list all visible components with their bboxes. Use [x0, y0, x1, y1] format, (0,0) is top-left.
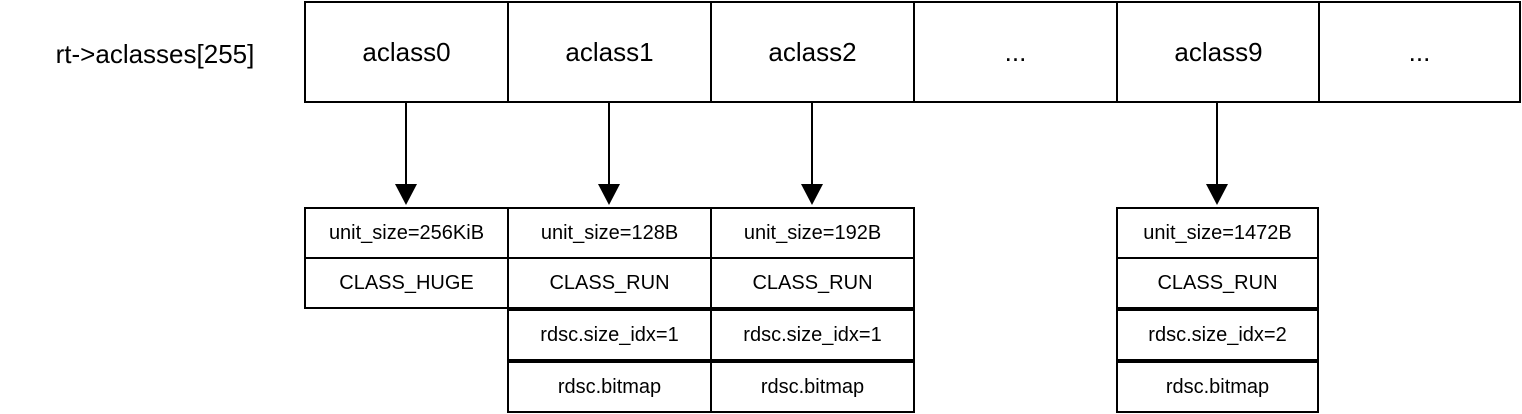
arrow-aclass9 — [1206, 103, 1228, 205]
array-cell-ellipsis-1: ... — [913, 1, 1118, 103]
struct-aclass0-type: CLASS_HUGE — [304, 257, 509, 309]
array-cell-ellipsis-2: ... — [1318, 1, 1521, 103]
struct-aclass9-size-idx: rdsc.size_idx=2 — [1116, 309, 1319, 361]
arrow-aclass2 — [801, 103, 823, 205]
array-cell-aclass9: aclass9 — [1116, 1, 1321, 103]
array-cell-aclass2: aclass2 — [710, 1, 915, 103]
struct-aclass9-bitmap: rdsc.bitmap — [1116, 361, 1319, 413]
struct-aclass9-type: CLASS_RUN — [1116, 257, 1319, 309]
struct-aclass1-unit-size: unit_size=128B — [507, 207, 712, 259]
array-cell-aclass0: aclass0 — [304, 1, 509, 103]
struct-aclass1-bitmap: rdsc.bitmap — [507, 361, 712, 413]
struct-aclass0-unit-size: unit_size=256KiB — [304, 207, 509, 259]
struct-aclass2-size-idx: rdsc.size_idx=1 — [710, 309, 915, 361]
arrow-aclass1 — [598, 103, 620, 205]
struct-aclass2-unit-size: unit_size=192B — [710, 207, 915, 259]
array-label: rt->aclasses[255] — [55, 39, 255, 69]
struct-aclass9-unit-size: unit_size=1472B — [1116, 207, 1319, 259]
struct-aclass1-type: CLASS_RUN — [507, 257, 712, 309]
struct-aclass2-bitmap: rdsc.bitmap — [710, 361, 915, 413]
struct-aclass1-size-idx: rdsc.size_idx=1 — [507, 309, 712, 361]
struct-aclass2-type: CLASS_RUN — [710, 257, 915, 309]
arrow-aclass0 — [395, 103, 417, 205]
